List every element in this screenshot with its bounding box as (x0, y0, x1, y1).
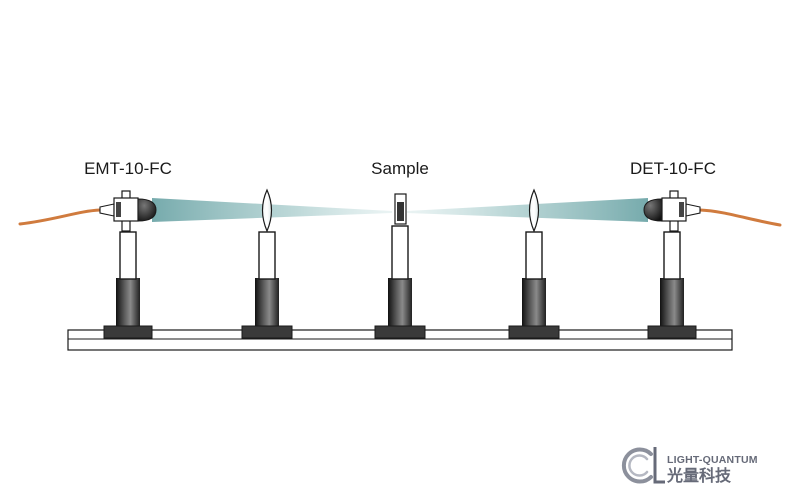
input-fiber (18, 208, 102, 226)
post-sample (374, 225, 426, 339)
detector-label: DET-10-FC (630, 159, 716, 178)
lens-icon (261, 188, 273, 233)
logo-chinese-name: 光量科技 (666, 466, 732, 485)
output-fiber (698, 208, 782, 227)
fiber-detector-icon (643, 190, 701, 232)
post-emitter (103, 231, 153, 339)
sample-label: Sample (371, 159, 429, 178)
beam-right (407, 198, 648, 222)
fiber-emitter-icon (99, 190, 157, 232)
sample-cuvette-icon (394, 193, 407, 225)
post-lens-right (508, 231, 560, 339)
logo-english-name: LIGHT-QUANTUM (667, 454, 758, 466)
emitter-label: EMT-10-FC (84, 159, 172, 178)
optical-rail (67, 329, 733, 351)
post-detector (647, 231, 697, 339)
lens-icon (528, 188, 540, 233)
post-lens-left (241, 231, 293, 339)
light-quantum-logo-icon (621, 447, 665, 484)
